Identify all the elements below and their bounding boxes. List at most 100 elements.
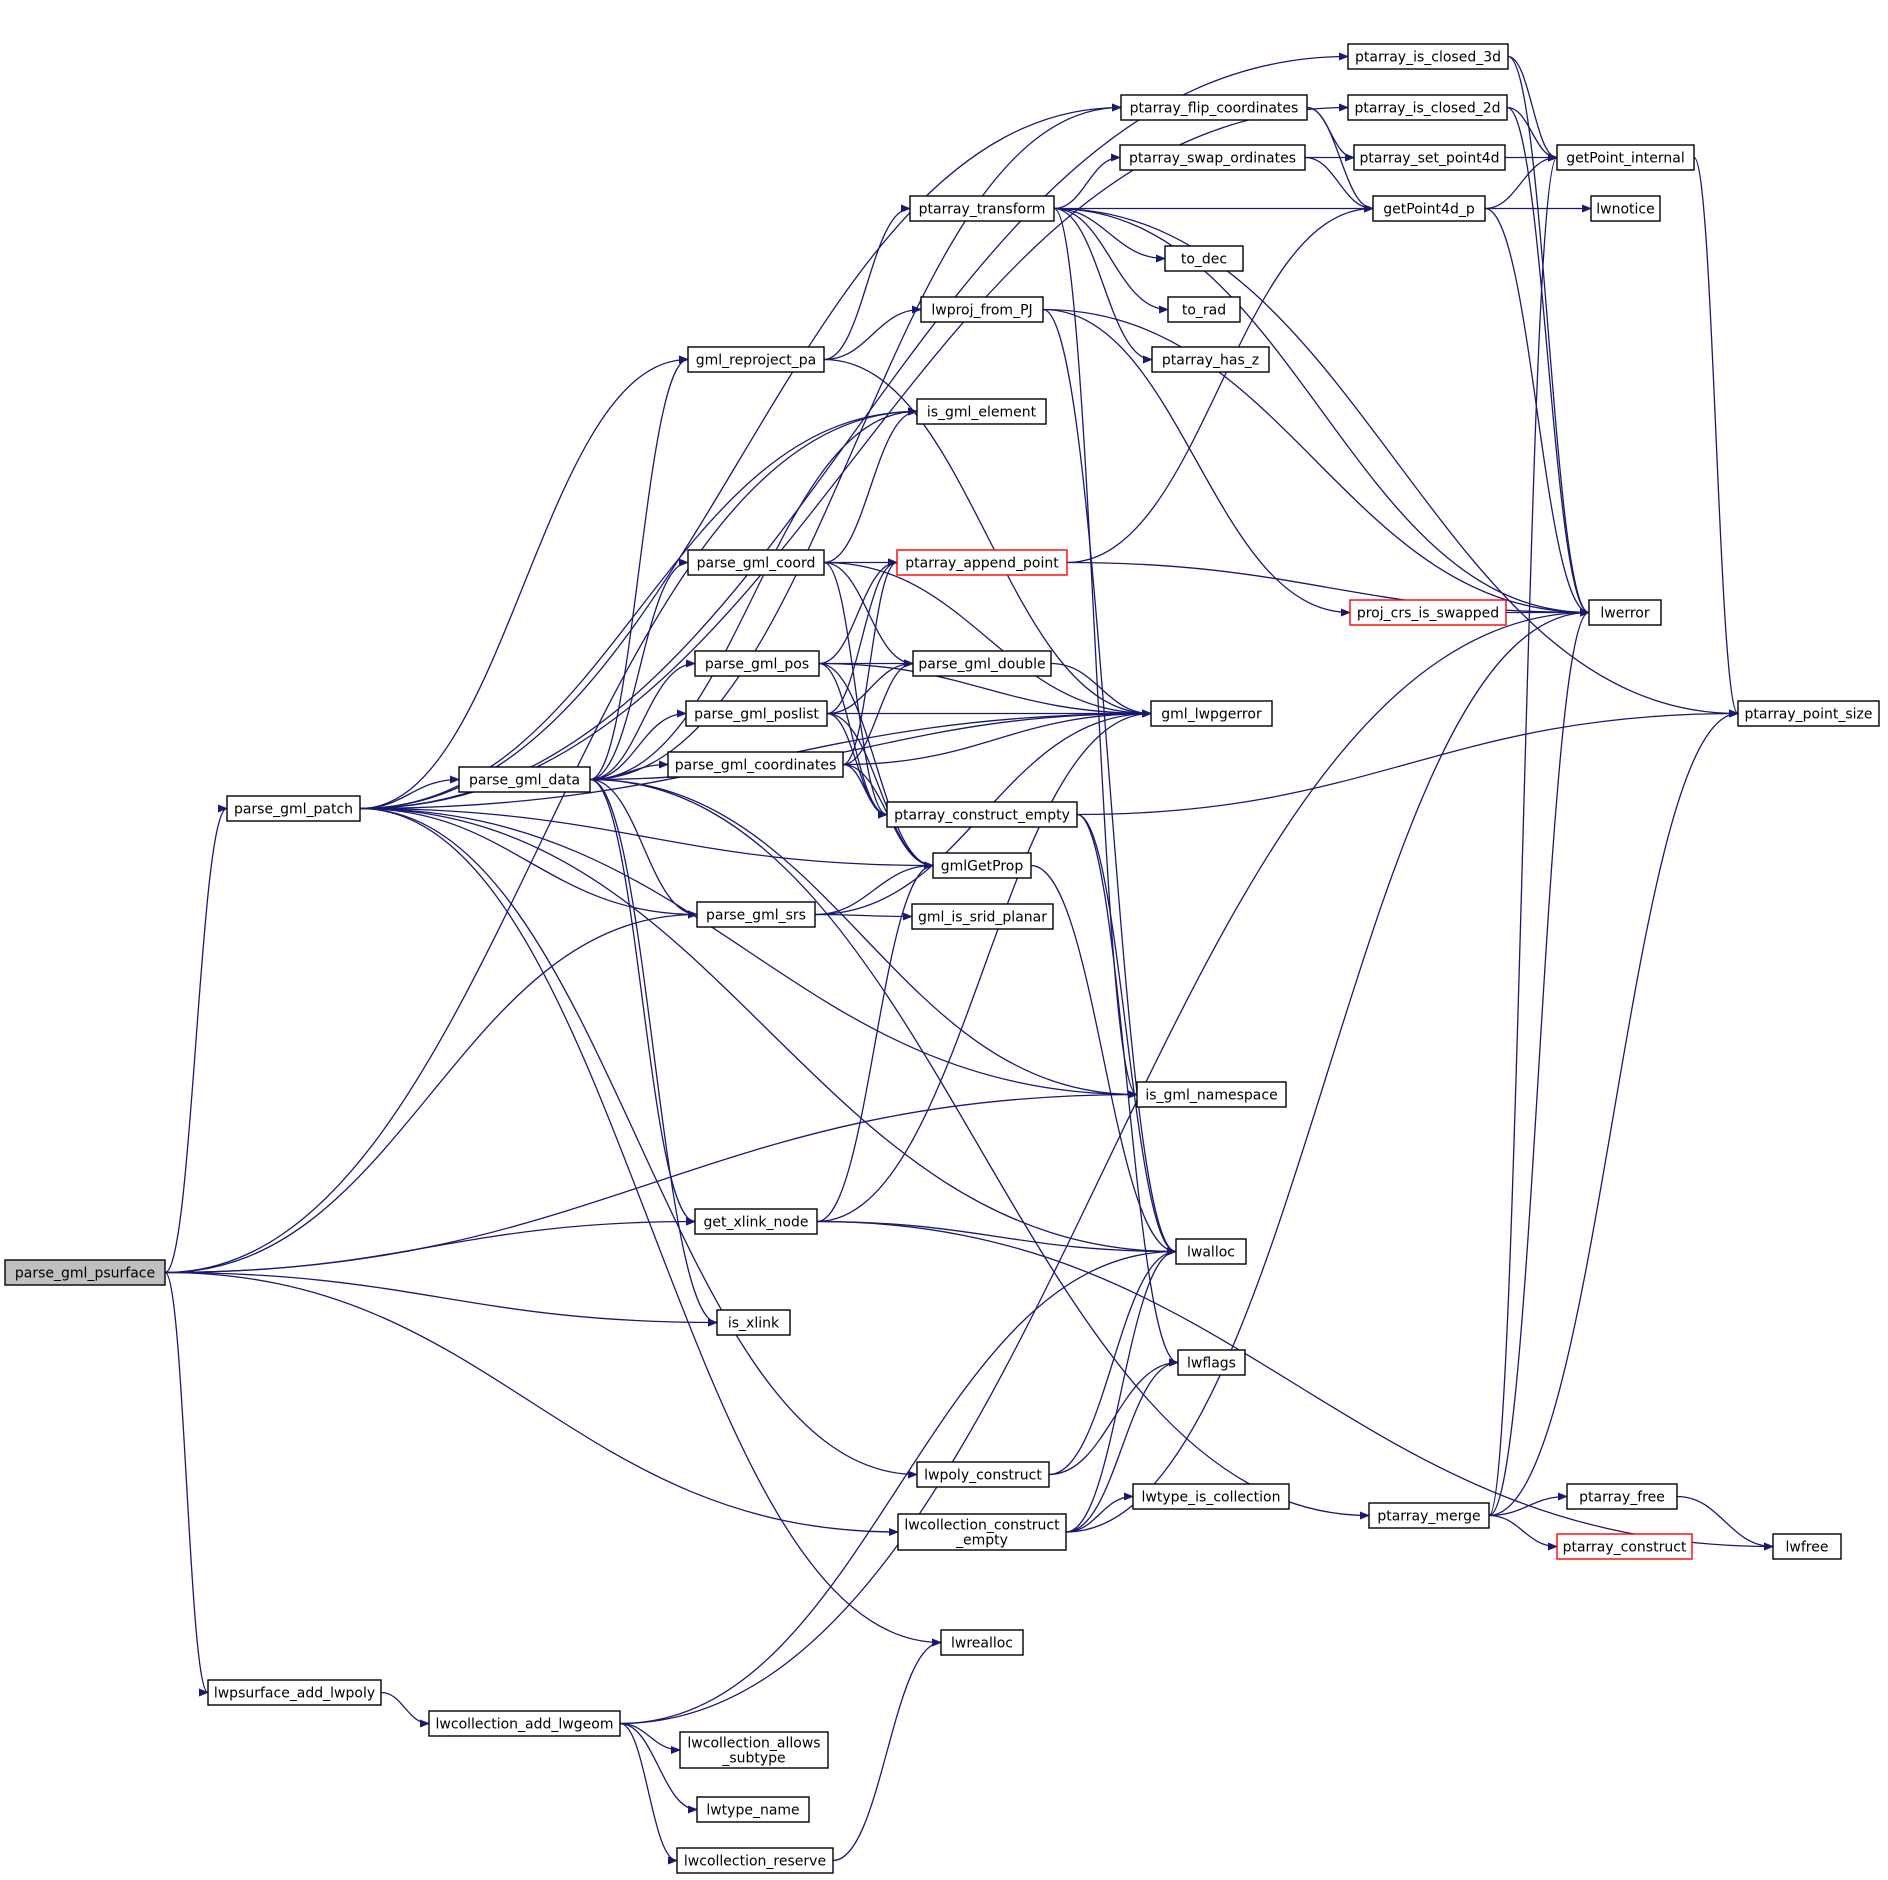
edge-parse-gml-patch-to-lwalloc xyxy=(359,807,1177,1256)
node-lwcollection-construct-empty-label-1: lwcollection_construct xyxy=(904,1518,1060,1534)
node-to-dec-label: to_dec xyxy=(1181,252,1227,268)
edge-gmlgetprop-to-lwalloc xyxy=(1030,864,1177,1256)
node-gmlgetprop[interactable]: gmlGetProp xyxy=(932,852,1032,879)
node-gml-lwpgerror[interactable]: gml_lwpgerror xyxy=(1150,700,1273,727)
edge-ptarray-is-closed-3d-to-lwerror xyxy=(1507,55,1590,617)
node-gml-is-srid-planar[interactable]: gml_is_srid_planar xyxy=(911,903,1054,930)
node-gmlgetprop-label: gmlGetProp xyxy=(941,859,1024,875)
node-parse-gml-coordinates[interactable]: parse_gml_coordinates xyxy=(667,751,844,778)
edge-parse-gml-coordinates-to-ptarray-append-point xyxy=(842,558,898,766)
node-parse-gml-coord[interactable]: parse_gml_coord xyxy=(687,549,825,576)
node-ptarray-is-closed-2d[interactable]: ptarray_is_closed_2d xyxy=(1347,94,1508,121)
node-get-xlink-node[interactable]: get_xlink_node xyxy=(694,1208,818,1235)
edge-get-xlink-node-to-gml-lwpgerror xyxy=(816,709,1152,1223)
edge-ptarray-transform-to-ptarray-point-size xyxy=(1053,207,1739,718)
node-lwproj-from-pj-label: lwproj_from_PJ xyxy=(931,303,1032,319)
node-ptarray-construct[interactable]: ptarray_construct xyxy=(1556,1533,1693,1560)
edge-parse-gml-coord-to-gml-lwpgerror xyxy=(823,561,1152,718)
node-lwfree[interactable]: lwfree xyxy=(1772,1533,1842,1560)
node-lwpoly-construct-box xyxy=(916,1461,1050,1488)
node-parse-gml-patch[interactable]: parse_gml_patch xyxy=(226,795,361,822)
node-parse-gml-data[interactable]: parse_gml_data xyxy=(458,766,591,793)
node-lwcollection-allows-subtype-label-1: lwcollection_allows xyxy=(687,1736,820,1752)
node-lwflags[interactable]: lwflags xyxy=(1177,1349,1246,1376)
node-lwnotice[interactable]: lwnotice xyxy=(1590,195,1661,222)
node-ptarray-has-z[interactable]: ptarray_has_z xyxy=(1151,346,1270,373)
node-ptarray-is-closed-3d[interactable]: ptarray_is_closed_3d xyxy=(1347,43,1509,70)
node-ptarray-flip-coordinates[interactable]: ptarray_flip_coordinates xyxy=(1120,94,1308,121)
node-lwcollection-reserve[interactable]: lwcollection_reserve xyxy=(676,1847,834,1874)
edge-parse-gml-pos-to-gmlgetprop xyxy=(818,662,934,870)
edge-parse-gml-coord-to-is-gml-element xyxy=(823,407,918,564)
node-ptarray-flip-coordinates-label: ptarray_flip_coordinates xyxy=(1130,101,1299,117)
edge-parse-gml-poslist-to-ptarray-append-point xyxy=(826,558,898,715)
node-lwtype-is-collection[interactable]: lwtype_is_collection xyxy=(1132,1483,1290,1510)
edge-lwcollection-add-lwgeom-to-lwcollection-reserve xyxy=(619,1722,678,1865)
edge-parse-gml-psurface-to-is-gml-element xyxy=(164,407,918,1274)
node-lwtype-name[interactable]: lwtype_name xyxy=(696,1796,810,1823)
node-ptarray-free[interactable]: ptarray_free xyxy=(1566,1483,1678,1510)
node-lwcollection-construct-empty-box xyxy=(897,1513,1067,1551)
node-parse-gml-poslist[interactable]: parse_gml_poslist xyxy=(685,700,828,727)
node-to-rad-box xyxy=(1167,296,1241,323)
node-ptarray-swap-ordinates-label: ptarray_swap_ordinates xyxy=(1129,151,1296,167)
edge-parse-gml-data-to-is-gml-namespace xyxy=(589,778,1138,1099)
edge-get-xlink-node-to-gmlgetprop xyxy=(816,861,934,1223)
node-ptarray-is-closed-3d-box xyxy=(1347,43,1509,70)
edge-parse-gml-patch-to-is-gml-element xyxy=(359,407,918,810)
node-ptarray-point-size-label: ptarray_point_size xyxy=(1745,707,1873,723)
edge-parse-gml-patch-to-is-gml-namespace xyxy=(359,807,1138,1099)
edge-lwpsurface-add-lwpoly-to-lwcollection-add-lwgeom xyxy=(380,1691,430,1728)
node-parse-gml-srs[interactable]: parse_gml_srs xyxy=(696,901,816,928)
node-lwalloc[interactable]: lwalloc xyxy=(1175,1238,1247,1265)
node-gml-reproject-pa[interactable]: gml_reproject_pa xyxy=(687,346,825,373)
node-parse-gml-pos[interactable]: parse_gml_pos xyxy=(694,650,820,677)
node-lwcollection-construct-empty-label-2: _empty xyxy=(955,1533,1008,1549)
node-ptarray-transform[interactable]: ptarray_transform xyxy=(909,195,1055,222)
edge-parse-gml-data-to-parse-gml-srs xyxy=(589,778,698,919)
edge-ptarray-free-to-lwfree xyxy=(1676,1495,1774,1551)
edge-parse-gml-data-to-ptarray-flip-coordinates xyxy=(589,103,1122,781)
edge-ptarray-merge-to-getpoint-internal xyxy=(1488,153,1558,1517)
edge-parse-gml-patch-to-gml-reproject-pa xyxy=(359,355,689,810)
edge-parse-gml-coord-to-ptarray-construct-empty xyxy=(823,561,888,819)
node-lwproj-from-pj[interactable]: lwproj_from_PJ xyxy=(920,296,1044,323)
edge-ptarray-construct-empty-to-lwalloc xyxy=(1076,813,1177,1256)
edge-lwproj-from-pj-to-lwalloc xyxy=(1042,308,1177,1256)
edge-gml-reproject-pa-to-lwproj-from-pj xyxy=(823,305,922,361)
node-ptarray-point-size[interactable]: ptarray_point_size xyxy=(1737,700,1880,727)
node-lwcollection-allows-subtype[interactable]: lwcollection_allows_subtype xyxy=(679,1731,829,1769)
node-ptarray-swap-ordinates-box xyxy=(1119,144,1306,171)
edge-ptarray-construct-empty-to-ptarray-point-size xyxy=(1076,709,1739,816)
node-parse-gml-psurface[interactable]: parse_gml_psurface xyxy=(4,1259,166,1286)
node-lwpsurface-add-lwpoly[interactable]: lwpsurface_add_lwpoly xyxy=(207,1679,382,1706)
node-getpoint-internal[interactable]: getPoint_internal xyxy=(1556,144,1695,171)
node-getpoint4d-p[interactable]: getPoint4d_p xyxy=(1372,195,1486,222)
edge-getpoint4d-p-to-lwerror xyxy=(1484,207,1590,617)
node-lwcollection-construct-empty[interactable]: lwcollection_construct_empty xyxy=(897,1513,1067,1551)
node-lwerror-label: lwerror xyxy=(1600,606,1649,622)
edge-parse-gml-coordinates-to-ptarray-construct-empty xyxy=(842,763,888,819)
node-ptarray-swap-ordinates[interactable]: ptarray_swap_ordinates xyxy=(1119,144,1306,171)
node-to-dec-box xyxy=(1164,245,1244,272)
node-lwerror[interactable]: lwerror xyxy=(1588,599,1662,626)
node-ptarray-set-point4d[interactable]: ptarray_set_point4d xyxy=(1353,144,1506,171)
node-lwcollection-add-lwgeom[interactable]: lwcollection_add_lwgeom xyxy=(428,1710,621,1737)
node-lwrealloc[interactable]: lwrealloc xyxy=(940,1629,1024,1656)
node-is-gml-element[interactable]: is_gml_element xyxy=(916,398,1047,425)
node-is-gml-namespace[interactable]: is_gml_namespace xyxy=(1136,1081,1287,1108)
node-ptarray-construct-empty[interactable]: ptarray_construct_empty xyxy=(886,801,1078,828)
node-ptarray-merge[interactable]: ptarray_merge xyxy=(1368,1502,1490,1529)
node-proj-crs-is-swapped[interactable]: proj_crs_is_swapped xyxy=(1349,599,1507,626)
node-is-xlink[interactable]: is_xlink xyxy=(716,1309,791,1336)
edge-lwpoly-construct-to-lwflags xyxy=(1048,1358,1179,1476)
node-get-xlink-node-label: get_xlink_node xyxy=(704,1215,809,1231)
node-getpoint4d-p-label: getPoint4d_p xyxy=(1383,202,1475,218)
node-to-rad[interactable]: to_rad xyxy=(1167,296,1241,323)
node-lwpoly-construct[interactable]: lwpoly_construct xyxy=(916,1461,1050,1488)
node-to-dec[interactable]: to_dec xyxy=(1164,245,1244,272)
node-parse-gml-double[interactable]: parse_gml_double xyxy=(912,650,1052,677)
node-ptarray-append-point[interactable]: ptarray_append_point xyxy=(896,549,1068,576)
node-is-gml-namespace-box xyxy=(1136,1081,1287,1108)
node-ptarray-has-z-label: ptarray_has_z xyxy=(1162,353,1259,369)
